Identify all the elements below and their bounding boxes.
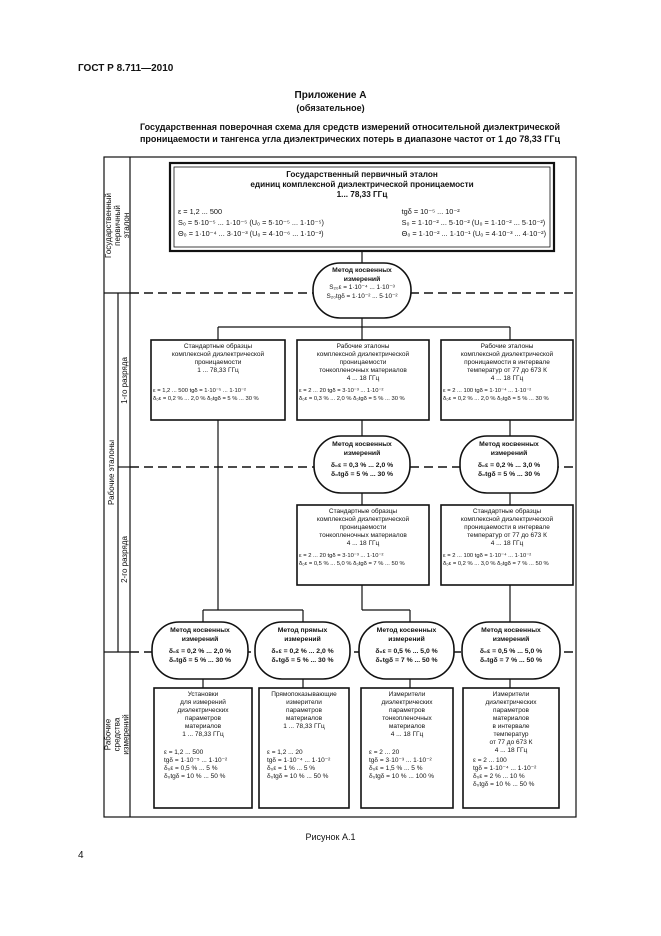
- rank1-box-frame: [296, 339, 430, 421]
- etalon-theta-eps: Θ₀ = 1·10⁻⁴ ... 3·10⁻³ (U₀ = 4·10⁻⁶ ... …: [178, 229, 324, 238]
- method-top: Метод косвенных измерений S₂₀ε = 1·10⁻⁴ …: [326, 267, 398, 300]
- primary-etalon-inner: [173, 166, 551, 248]
- scheme-title-line2: проницаемости и тангенса угла диэлектрич…: [140, 134, 560, 144]
- primary-etalon: Государственный первичный эталон единиц …: [178, 170, 546, 239]
- rank1-method-oval: [459, 435, 559, 494]
- level-label-rank2: 2-го разряда: [119, 536, 129, 583]
- level-label-rank1: 1-го разряда: [119, 356, 129, 404]
- etalon-title2: единиц комплексной диэлектрической прони…: [250, 180, 474, 189]
- etalon-eps-range: ε = 1,2 ... 500: [178, 207, 223, 216]
- page-number: 4: [78, 850, 84, 861]
- instr-box-frame: [258, 687, 350, 809]
- etalon-tg-range: tgδ = 10⁻⁵ ... 10⁻²: [401, 207, 460, 216]
- instr-method-oval: [461, 621, 561, 680]
- instr-method-oval: [254, 621, 351, 680]
- rank2-box-frame: [296, 504, 430, 586]
- document-header: ГОСТ Р 8.711—2010: [78, 63, 174, 74]
- instr-method-oval: [358, 621, 455, 680]
- rank1-box-frame: [150, 339, 286, 421]
- scheme-frame: [103, 156, 577, 818]
- instr-box-frame: [462, 687, 560, 809]
- level-label-working: Рабочие эталоны: [106, 440, 116, 505]
- etalon-title3: 1... 78,33 ГГц: [336, 190, 388, 199]
- method-top-oval: [312, 262, 412, 319]
- appendix-title: Приложение А: [294, 90, 367, 101]
- appendix-status: (обязательное): [296, 103, 365, 113]
- etalon-s0-eps: S₀ = 5·10⁻⁵ ... 1·10⁻⁵ (U₀ = 5·10⁻⁵ ... …: [178, 218, 324, 227]
- level-label-instruments: Рабочие средства измерений: [103, 714, 131, 755]
- instr-method-oval: [151, 621, 249, 680]
- etalon-s0-tg: S₀ = 1·10⁻² ... 5·10⁻² (U₀ = 1·10⁻² ... …: [401, 218, 546, 227]
- level-label-primary: Государственный первичный эталон: [103, 192, 131, 258]
- etalon-theta-tg: Θ₀ = 1·10⁻² ... 1·10⁻¹ (U₀ = 4·10⁻³ ... …: [401, 229, 546, 238]
- scheme-title: Государственная поверочная схема для сре…: [80, 121, 620, 145]
- rank1-box-frame: [440, 339, 574, 421]
- instr-box-frame: [360, 687, 454, 809]
- rank1-method-oval: [313, 435, 411, 494]
- scheme-title-line1: Государственная поверочная схема для сре…: [139, 122, 561, 132]
- rank2-box-frame: [440, 504, 574, 586]
- etalon-title1: Государственный первичный эталон: [286, 170, 438, 179]
- instr-box-frame: [153, 687, 253, 809]
- figure-caption: Рисунок А.1: [305, 832, 356, 842]
